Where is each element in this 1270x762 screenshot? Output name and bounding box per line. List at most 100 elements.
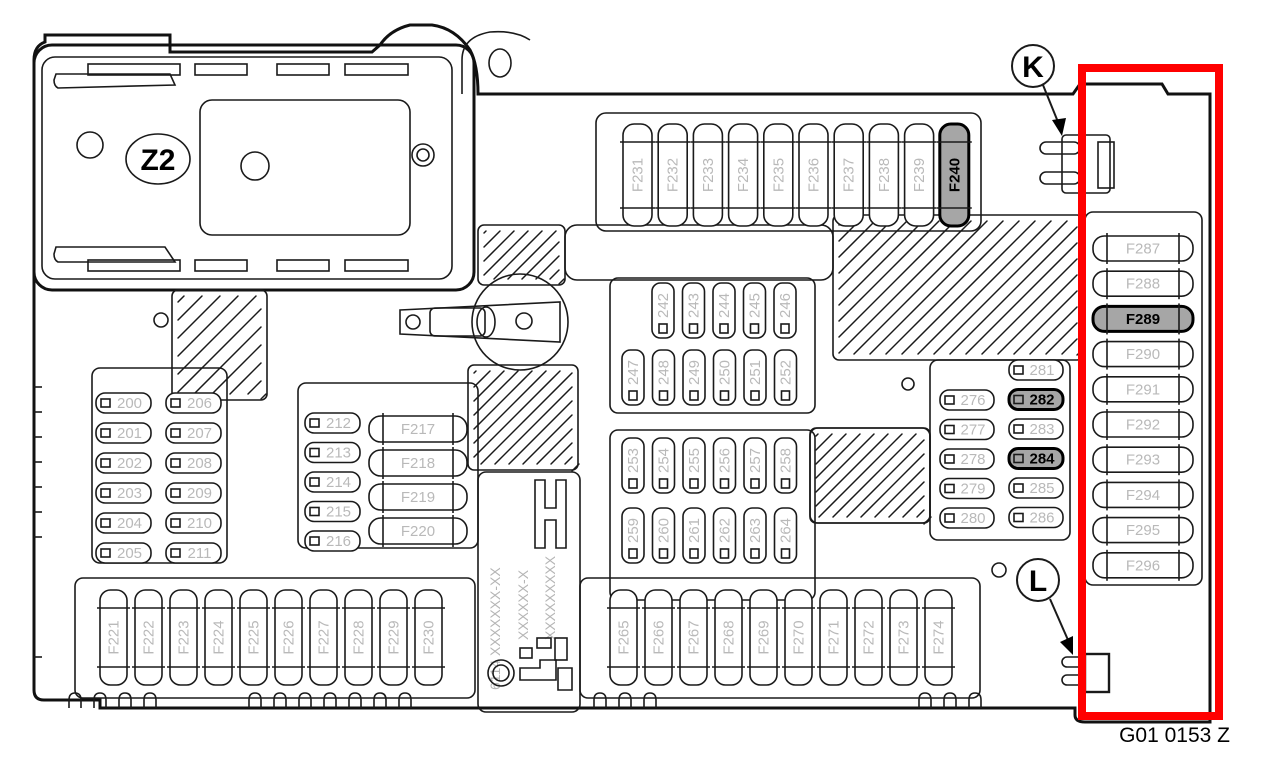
- fuse-f287[interactable]: F287: [1092, 233, 1194, 264]
- fuse-f220[interactable]: F220: [368, 515, 468, 547]
- fuse-f203[interactable]: 203: [95, 482, 152, 504]
- fuse-f274[interactable]: F274: [922, 589, 955, 686]
- fuse-f215[interactable]: 215: [304, 500, 361, 523]
- fuse-f271[interactable]: F271: [817, 589, 850, 686]
- fuse-f238[interactable]: F238: [866, 123, 902, 227]
- fuse-f284[interactable]: 284: [1007, 447, 1065, 470]
- fuse-f285[interactable]: 285: [1008, 477, 1064, 499]
- fuse-f239[interactable]: F239: [901, 123, 937, 227]
- fuse-f289[interactable]: F289: [1091, 303, 1195, 335]
- fuse-f230[interactable]: F230: [412, 589, 445, 686]
- fuse-f294[interactable]: F294: [1092, 479, 1194, 511]
- fuse-f262[interactable]: 262: [712, 507, 737, 564]
- fuse-f286[interactable]: 286: [1008, 506, 1064, 529]
- fuse-f258[interactable]: 258: [773, 437, 798, 494]
- fuse-f280[interactable]: 280: [939, 507, 995, 529]
- fuse-f229[interactable]: F229: [377, 589, 410, 686]
- fuse-f270[interactable]: F270: [782, 589, 815, 686]
- fuse-f218[interactable]: F218: [368, 447, 468, 479]
- fuse-f259[interactable]: 259: [621, 507, 645, 564]
- fuse-f244[interactable]: 244: [712, 282, 736, 339]
- fuse-f201[interactable]: 201: [95, 422, 152, 444]
- fuse-f206[interactable]: 206: [165, 392, 222, 414]
- fuse-f242[interactable]: 242: [651, 282, 675, 339]
- fuse-f234[interactable]: F234: [725, 123, 761, 227]
- fuse-f209[interactable]: 209: [165, 482, 222, 504]
- fuse-f214[interactable]: 214: [304, 471, 361, 493]
- fuse-f260[interactable]: 260: [651, 507, 676, 564]
- fuse-f252[interactable]: 252: [773, 349, 798, 406]
- fuse-f266[interactable]: F266: [642, 589, 675, 686]
- fuse-f268[interactable]: F268: [712, 589, 745, 686]
- fuse-f221[interactable]: F221: [97, 589, 130, 686]
- fuse-f212[interactable]: 212: [304, 412, 361, 434]
- fuse-f237[interactable]: F237: [831, 123, 867, 227]
- fuse-f232[interactable]: F232: [655, 123, 691, 227]
- fuse-f202[interactable]: 202: [95, 452, 152, 474]
- fuse-f222[interactable]: F222: [132, 589, 165, 686]
- fuse-f273-label: F273: [896, 620, 913, 654]
- fuse-f223[interactable]: F223: [167, 589, 200, 686]
- fuse-f278[interactable]: 278: [939, 448, 995, 470]
- fuse-f249[interactable]: 249: [682, 349, 706, 406]
- fuse-f292[interactable]: F292: [1092, 409, 1194, 440]
- fuse-f200-label: 200: [117, 395, 142, 412]
- fuse-f273[interactable]: F273: [887, 589, 920, 686]
- fuse-f246[interactable]: 246: [773, 282, 797, 339]
- fuse-f245[interactable]: 245: [742, 282, 767, 339]
- fuse-f290[interactable]: F290: [1092, 338, 1194, 370]
- fuse-f240[interactable]: F240: [936, 122, 972, 228]
- fuse-f250[interactable]: 250: [712, 349, 737, 406]
- fuse-f231[interactable]: F231: [620, 123, 655, 227]
- fuse-f257[interactable]: 257: [743, 437, 767, 494]
- fuse-f203-label: 203: [117, 485, 142, 502]
- fuse-f265[interactable]: F265: [607, 589, 640, 686]
- fuse-f288[interactable]: F288: [1092, 268, 1194, 300]
- fuse-f296[interactable]: F296: [1092, 549, 1194, 581]
- fuse-f272-label: F272: [861, 620, 878, 654]
- fuse-f227[interactable]: F227: [307, 589, 340, 686]
- fuse-f226[interactable]: F226: [272, 589, 305, 686]
- fuse-f251[interactable]: 251: [743, 349, 767, 406]
- fuse-f264[interactable]: 264: [773, 507, 798, 564]
- fuse-f217[interactable]: F217: [368, 413, 468, 445]
- fuse-f200[interactable]: 200: [95, 392, 152, 414]
- fuse-f255[interactable]: 255: [682, 437, 706, 494]
- fuse-f225[interactable]: F225: [237, 589, 270, 686]
- fuse-f277[interactable]: 277: [939, 418, 995, 441]
- fuse-f267[interactable]: F267: [677, 589, 710, 686]
- fuse-f281[interactable]: 281: [1008, 359, 1064, 381]
- fuse-f207[interactable]: 207: [165, 422, 222, 444]
- fuse-f228[interactable]: F228: [342, 589, 375, 686]
- fuse-f243[interactable]: 243: [681, 282, 706, 339]
- fuse-f235[interactable]: F235: [760, 123, 796, 227]
- fuse-f261[interactable]: 261: [682, 507, 706, 564]
- fuse-f213[interactable]: 213: [304, 441, 361, 464]
- fuse-f276[interactable]: 276: [939, 389, 995, 411]
- fuse-f263[interactable]: 263: [743, 507, 767, 564]
- fuse-f295[interactable]: F295: [1092, 514, 1194, 546]
- fuse-f204[interactable]: 204: [95, 512, 152, 534]
- fuse-f224[interactable]: F224: [202, 589, 235, 686]
- fuse-f211[interactable]: 211: [165, 542, 222, 564]
- fuse-f254[interactable]: 254: [651, 437, 676, 494]
- fuse-f253[interactable]: 253: [621, 437, 645, 494]
- fuse-f248[interactable]: 248: [651, 349, 676, 406]
- fuse-f269[interactable]: F269: [747, 589, 780, 686]
- fuse-f247[interactable]: 247: [621, 349, 645, 406]
- fuse-f233[interactable]: F233: [690, 123, 726, 227]
- fuse-f282[interactable]: 282: [1007, 388, 1065, 411]
- fuse-f293[interactable]: F293: [1092, 444, 1194, 476]
- fuse-f208[interactable]: 208: [165, 452, 222, 474]
- fuse-f219[interactable]: F219: [368, 481, 468, 513]
- fuse-f236[interactable]: F236: [796, 123, 831, 227]
- fuse-f279[interactable]: 279: [939, 477, 995, 500]
- fuse-f283[interactable]: 283: [1008, 418, 1064, 440]
- fuse-f272[interactable]: F272: [852, 589, 885, 686]
- fuse-f210[interactable]: 210: [165, 512, 222, 534]
- fuse-f278-label: 278: [960, 451, 985, 468]
- fuse-f256[interactable]: 256: [712, 437, 737, 494]
- fuse-f291[interactable]: F291: [1092, 373, 1194, 405]
- fuse-f216[interactable]: 216: [304, 530, 361, 552]
- fuse-f205[interactable]: 205: [95, 542, 152, 564]
